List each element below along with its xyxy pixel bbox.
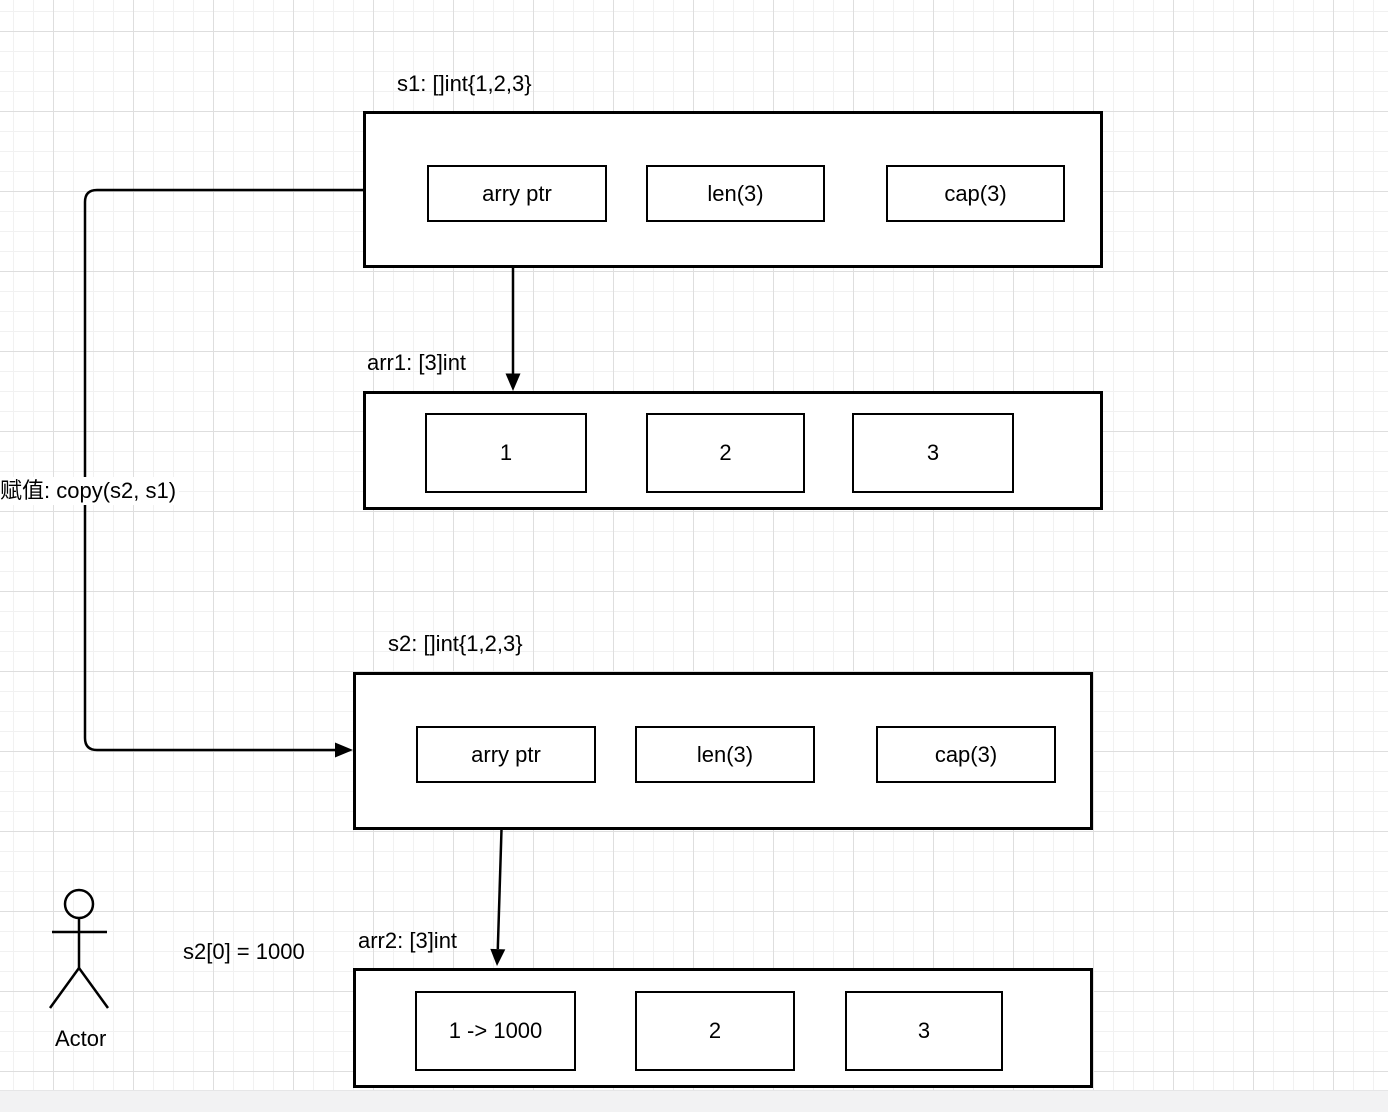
s2-cell-arry-ptr[interactable]: arry ptr bbox=[416, 726, 596, 783]
arr2-array-box[interactable]: 1 -> 1000 2 3 bbox=[353, 968, 1093, 1088]
s2-struct-box[interactable]: arry ptr len(3) cap(3) bbox=[353, 672, 1093, 830]
arr2-cell-2[interactable]: 3 bbox=[845, 991, 1003, 1071]
arr1-cell-2[interactable]: 3 bbox=[852, 413, 1014, 493]
s2-cell-len[interactable]: len(3) bbox=[635, 726, 815, 783]
s1-label: s1: []int{1,2,3} bbox=[397, 71, 532, 96]
s1-cell-cap[interactable]: cap(3) bbox=[886, 165, 1065, 222]
arr1-cell-1[interactable]: 2 bbox=[646, 413, 805, 493]
arr1-cell-0[interactable]: 1 bbox=[425, 413, 587, 493]
s1-cell-len[interactable]: len(3) bbox=[646, 165, 825, 222]
actor-legs bbox=[48, 965, 110, 1009]
assign-label: s2[0] = 1000 bbox=[183, 939, 305, 964]
s1-struct-box[interactable]: arry ptr len(3) cap(3) bbox=[363, 111, 1103, 268]
arr2-cell-1[interactable]: 2 bbox=[635, 991, 795, 1071]
arr2-cell-0[interactable]: 1 -> 1000 bbox=[415, 991, 576, 1071]
copy-connector-arrow[interactable] bbox=[83, 188, 363, 758]
arrowhead-right-icon bbox=[335, 742, 353, 758]
s1-cell-arry-ptr[interactable]: arry ptr bbox=[427, 165, 607, 222]
arr1-array-box[interactable]: 1 2 3 bbox=[363, 391, 1103, 510]
s2-label: s2: []int{1,2,3} bbox=[388, 631, 523, 656]
actor-head bbox=[63, 888, 95, 920]
copy-edge-label: 赋值: copy(s2, s1) bbox=[0, 477, 180, 506]
actor-label: Actor bbox=[55, 1026, 107, 1051]
bottom-scrollbar-track bbox=[0, 1090, 1388, 1112]
arr1-label: arr1: [3]int bbox=[367, 350, 467, 375]
arr2-label: arr2: [3]int bbox=[358, 928, 458, 953]
actor-figure[interactable] bbox=[48, 888, 110, 1009]
arrowhead-down-icon bbox=[505, 373, 521, 391]
s2-cell-cap[interactable]: cap(3) bbox=[876, 726, 1056, 783]
arrowhead-down-icon bbox=[490, 948, 506, 966]
